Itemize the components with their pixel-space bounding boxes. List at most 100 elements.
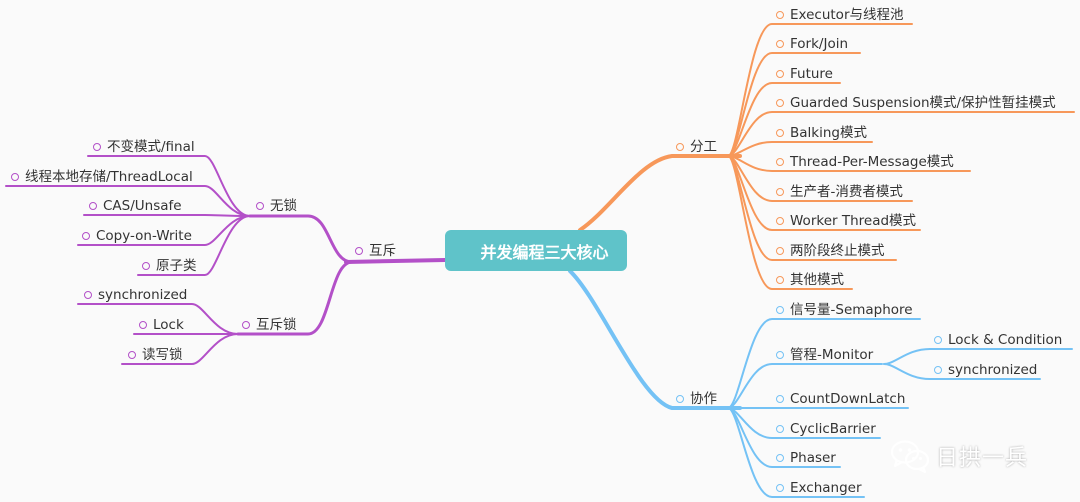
node-dot-icon <box>776 351 784 359</box>
node-label: 原子类 <box>156 258 197 274</box>
link-fengong-leaf-4 <box>727 141 873 157</box>
link-huchisuo-leaf-0 <box>77 303 239 335</box>
watermark: 日拱一兵 <box>890 436 1028 476</box>
leaf-huchisuo-0[interactable]: synchronized <box>84 286 187 304</box>
node-dot-icon <box>776 217 784 225</box>
link-xiezuo-leaf-1 <box>727 363 883 409</box>
node-dot-icon <box>463 246 472 255</box>
leaf-xiezuo-3[interactable]: CyclicBarrier <box>776 420 876 438</box>
branch-wusuo[interactable]: 无锁 <box>256 197 297 215</box>
node-dot-icon <box>242 321 250 329</box>
leaf-fengong-8[interactable]: 两阶段终止模式 <box>776 242 885 260</box>
leaf-xiezuo-1[interactable]: 管程-Monitor <box>776 346 873 364</box>
leaf-huchisuo-2[interactable]: 读写锁 <box>128 346 183 364</box>
node-dot-icon <box>256 202 264 210</box>
node-label: Exchanger <box>790 480 862 496</box>
node-dot-icon <box>11 173 19 181</box>
node-dot-icon <box>142 262 150 270</box>
leaf-wusuo-2[interactable]: CAS/Unsafe <box>89 197 182 215</box>
leaf-fengong-3[interactable]: Guarded Suspension模式/保护性暂挂模式 <box>776 94 1056 112</box>
node-dot-icon <box>84 291 92 299</box>
node-label: 分工 <box>690 139 717 155</box>
node-label: synchronized <box>98 287 188 303</box>
node-label: Copy-on-Write <box>96 228 192 244</box>
link-wusuo-leaf-2 <box>83 214 251 217</box>
wechat-icon <box>890 440 930 473</box>
node-label: Fork/Join <box>790 36 849 52</box>
link-root-xiezuo <box>568 269 742 410</box>
link-monitor-leaf-0 <box>883 348 1073 365</box>
link-wusuo-leaf-0 <box>87 155 251 217</box>
leaf-fengong-5[interactable]: Thread-Per-Message模式 <box>776 153 954 171</box>
link-root-huchi <box>344 258 447 264</box>
node-dot-icon <box>93 143 101 151</box>
node-label: CountDownLatch <box>790 391 906 407</box>
node-label: 无锁 <box>270 198 297 214</box>
node-label: 两阶段终止模式 <box>790 243 885 259</box>
branch-fengong[interactable]: 分工 <box>676 138 717 156</box>
link-xiezuo-leaf-0 <box>727 318 921 409</box>
node-label: 其他模式 <box>790 272 844 288</box>
node-dot-icon <box>776 99 784 107</box>
node-dot-icon <box>776 306 784 314</box>
node-label: 线程本地存储/ThreadLocal <box>25 169 193 185</box>
leaf-xiezuo-5[interactable]: Exchanger <box>776 479 862 497</box>
node-label: Balking模式 <box>790 125 867 141</box>
node-dot-icon <box>139 321 147 329</box>
leaf-monitor-0[interactable]: Lock & Condition <box>934 331 1062 349</box>
node-dot-icon <box>776 158 784 166</box>
node-dot-icon <box>776 11 784 19</box>
root-node[interactable]: 并发编程三大核心 <box>445 230 627 271</box>
node-dot-icon <box>776 425 784 433</box>
node-label: 不变模式/final <box>107 139 195 155</box>
leaf-wusuo-1[interactable]: 线程本地存储/ThreadLocal <box>11 168 193 186</box>
node-label: 协作 <box>690 391 717 407</box>
node-label: 互斥 <box>369 243 396 259</box>
leaf-wusuo-0[interactable]: 不变模式/final <box>93 138 195 156</box>
leaf-monitor-1[interactable]: synchronized <box>934 361 1037 379</box>
node-label: Future <box>790 66 833 82</box>
node-label: 互斥锁 <box>256 317 297 333</box>
leaf-xiezuo-2[interactable]: CountDownLatch <box>776 390 905 408</box>
branch-huchi[interactable]: 互斥 <box>355 242 396 260</box>
branch-huchisuo[interactable]: 互斥锁 <box>242 316 297 334</box>
link-root-fengong <box>578 154 742 232</box>
leaf-fengong-2[interactable]: Future <box>776 65 833 83</box>
link-fengong-leaf-9 <box>727 155 853 290</box>
node-label: 管程-Monitor <box>790 347 874 363</box>
node-dot-icon <box>776 484 784 492</box>
node-dot-icon <box>776 276 784 284</box>
leaf-huchisuo-1[interactable]: Lock <box>139 316 184 334</box>
leaf-wusuo-4[interactable]: 原子类 <box>142 257 197 275</box>
link-wusuo-leaf-4 <box>137 215 251 276</box>
node-label: Phaser <box>790 450 836 466</box>
node-dot-icon <box>82 232 90 240</box>
leaf-wusuo-3[interactable]: Copy-on-Write <box>82 227 192 245</box>
leaf-fengong-7[interactable]: Worker Thread模式 <box>776 212 916 230</box>
leaf-fengong-9[interactable]: 其他模式 <box>776 271 844 289</box>
node-label: 信号量-Semaphore <box>790 302 913 318</box>
node-dot-icon <box>676 395 684 403</box>
branch-xiezuo[interactable]: 协作 <box>676 390 717 408</box>
link-huchisuo-leaf-2 <box>121 333 239 365</box>
leaf-xiezuo-4[interactable]: Phaser <box>776 449 836 467</box>
node-label: synchronized <box>948 362 1038 378</box>
root-label: 并发编程三大核心 <box>480 242 609 262</box>
leaf-fengong-6[interactable]: 生产者-消费者模式 <box>776 183 903 201</box>
leaf-fengong-1[interactable]: Fork/Join <box>776 35 848 53</box>
leaf-fengong-4[interactable]: Balking模式 <box>776 124 867 142</box>
node-dot-icon <box>776 247 784 255</box>
link-monitor-leaf-1 <box>883 363 1041 380</box>
node-dot-icon <box>128 351 136 359</box>
node-dot-icon <box>776 40 784 48</box>
leaf-xiezuo-0[interactable]: 信号量-Semaphore <box>776 301 913 319</box>
node-label: CAS/Unsafe <box>103 198 182 214</box>
node-label: Worker Thread模式 <box>790 213 917 229</box>
node-dot-icon <box>776 129 784 137</box>
node-dot-icon <box>776 70 784 78</box>
node-dot-icon <box>776 395 784 403</box>
node-dot-icon <box>89 202 97 210</box>
leaf-fengong-0[interactable]: Executor与线程池 <box>776 6 904 24</box>
